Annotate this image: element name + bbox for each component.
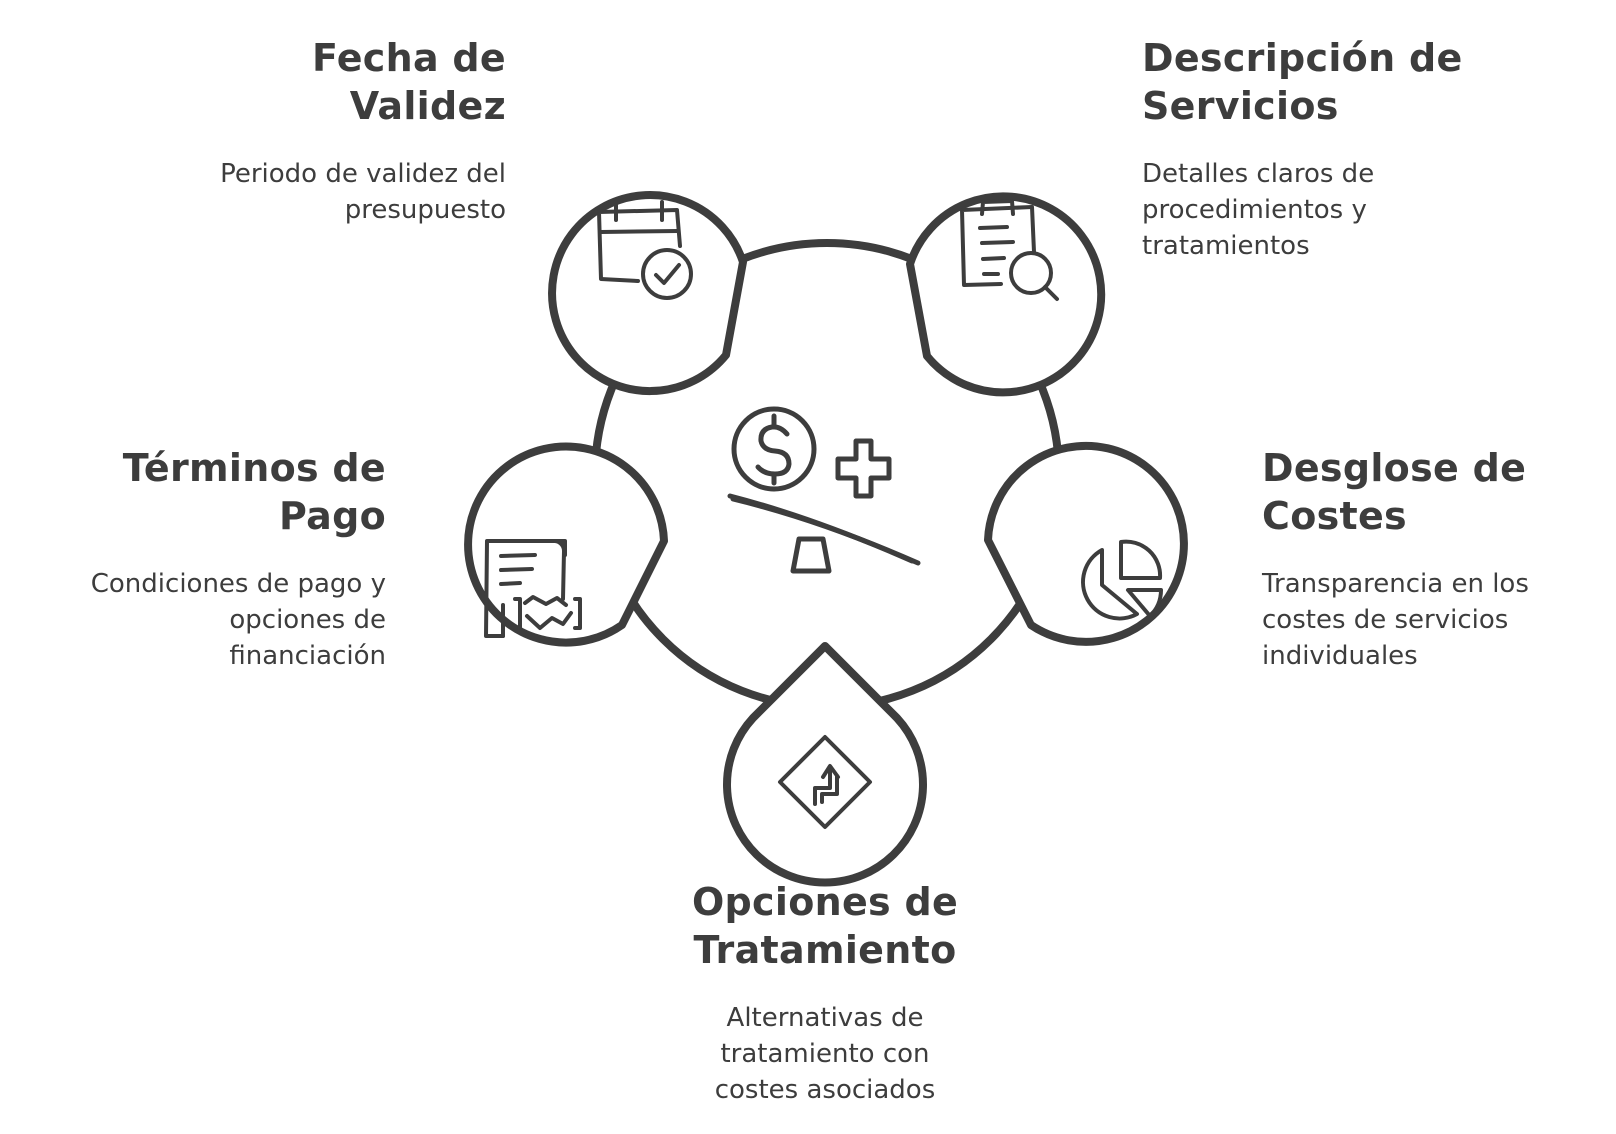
item-desglose-title: Desglose de Costes: [1262, 444, 1612, 540]
item-descripcion-title: Descripción de Servicios: [1142, 34, 1562, 130]
item-desglose-desc-line1: Transparencia en los: [1262, 569, 1529, 599]
item-descripcion-desc-line1: Detalles claros de: [1142, 159, 1375, 189]
item-desglose-title-line1: Desglose de: [1262, 446, 1527, 490]
calendar-check-icon: [597, 200, 693, 300]
item-fecha: Fecha de Validez Periodo de validez del …: [120, 34, 506, 228]
clipboard-search-icon: [960, 199, 1059, 301]
item-terminos-desc-line1: Condiciones de pago y: [90, 569, 386, 599]
item-fecha-title-line1: Fecha de: [311, 36, 506, 80]
item-opciones-title: Opciones de Tratamiento: [625, 878, 1025, 974]
item-fecha-title: Fecha de Validez: [120, 34, 506, 130]
item-terminos-desc-line3: financiación: [229, 641, 386, 671]
item-desglose: Desglose de Costes Transparencia en los …: [1262, 444, 1612, 674]
node-fecha: [548, 191, 747, 396]
item-fecha-description: Periodo de validez del presupuesto: [120, 156, 506, 228]
item-terminos: Términos de Pago Condiciones de pago y o…: [20, 444, 386, 674]
item-descripcion-description: Detalles claros de procedimientos y trat…: [1142, 156, 1562, 264]
item-desglose-desc-line3: individuales: [1262, 641, 1418, 671]
node-descripcion: [906, 192, 1106, 397]
item-terminos-desc-line2: opciones de: [229, 605, 386, 635]
item-terminos-title-line2: Pago: [279, 494, 386, 538]
item-desglose-title-line2: Costes: [1262, 494, 1407, 538]
item-opciones: Opciones de Tratamiento Alternativas de …: [625, 878, 1025, 1108]
node-terminos: [464, 442, 668, 647]
item-opciones-desc-line3: costes asociados: [714, 1075, 936, 1105]
node-desglose: [984, 441, 1188, 646]
item-descripcion-desc-line2: procedimientos y: [1142, 195, 1367, 225]
node-opciones: [723, 642, 927, 887]
item-opciones-desc-line2: tratamiento con: [720, 1039, 930, 1069]
winding-road-sign-icon: [778, 735, 872, 829]
item-descripcion-title-line1: Descripción de: [1142, 36, 1463, 80]
item-terminos-title-line1: Términos de: [122, 446, 386, 490]
item-fecha-desc-line2: presupuesto: [344, 195, 506, 225]
item-desglose-description: Transparencia en los costes de servicios…: [1262, 566, 1612, 674]
item-fecha-title-line2: Validez: [349, 84, 506, 128]
item-opciones-description: Alternativas de tratamiento con costes a…: [625, 1000, 1025, 1108]
item-desglose-desc-line2: costes de servicios: [1262, 605, 1509, 635]
item-descripcion: Descripción de Servicios Detalles claros…: [1142, 34, 1562, 264]
item-terminos-description: Condiciones de pago y opciones de financ…: [20, 566, 386, 674]
item-descripcion-desc-line3: tratamientos: [1142, 231, 1310, 261]
item-terminos-title: Términos de Pago: [20, 444, 386, 540]
healthcare-cost-balance-icon: [727, 406, 921, 574]
item-descripcion-title-line2: Servicios: [1142, 84, 1339, 128]
item-opciones-title-line2: Tratamiento: [693, 928, 957, 972]
item-opciones-desc-line1: Alternativas de: [726, 1003, 924, 1033]
item-opciones-title-line1: Opciones de: [691, 880, 959, 924]
item-fecha-desc-line1: Periodo de validez del: [220, 159, 506, 189]
pie-chart-icon: [1081, 539, 1164, 621]
contract-handshake-icon: [484, 539, 582, 638]
